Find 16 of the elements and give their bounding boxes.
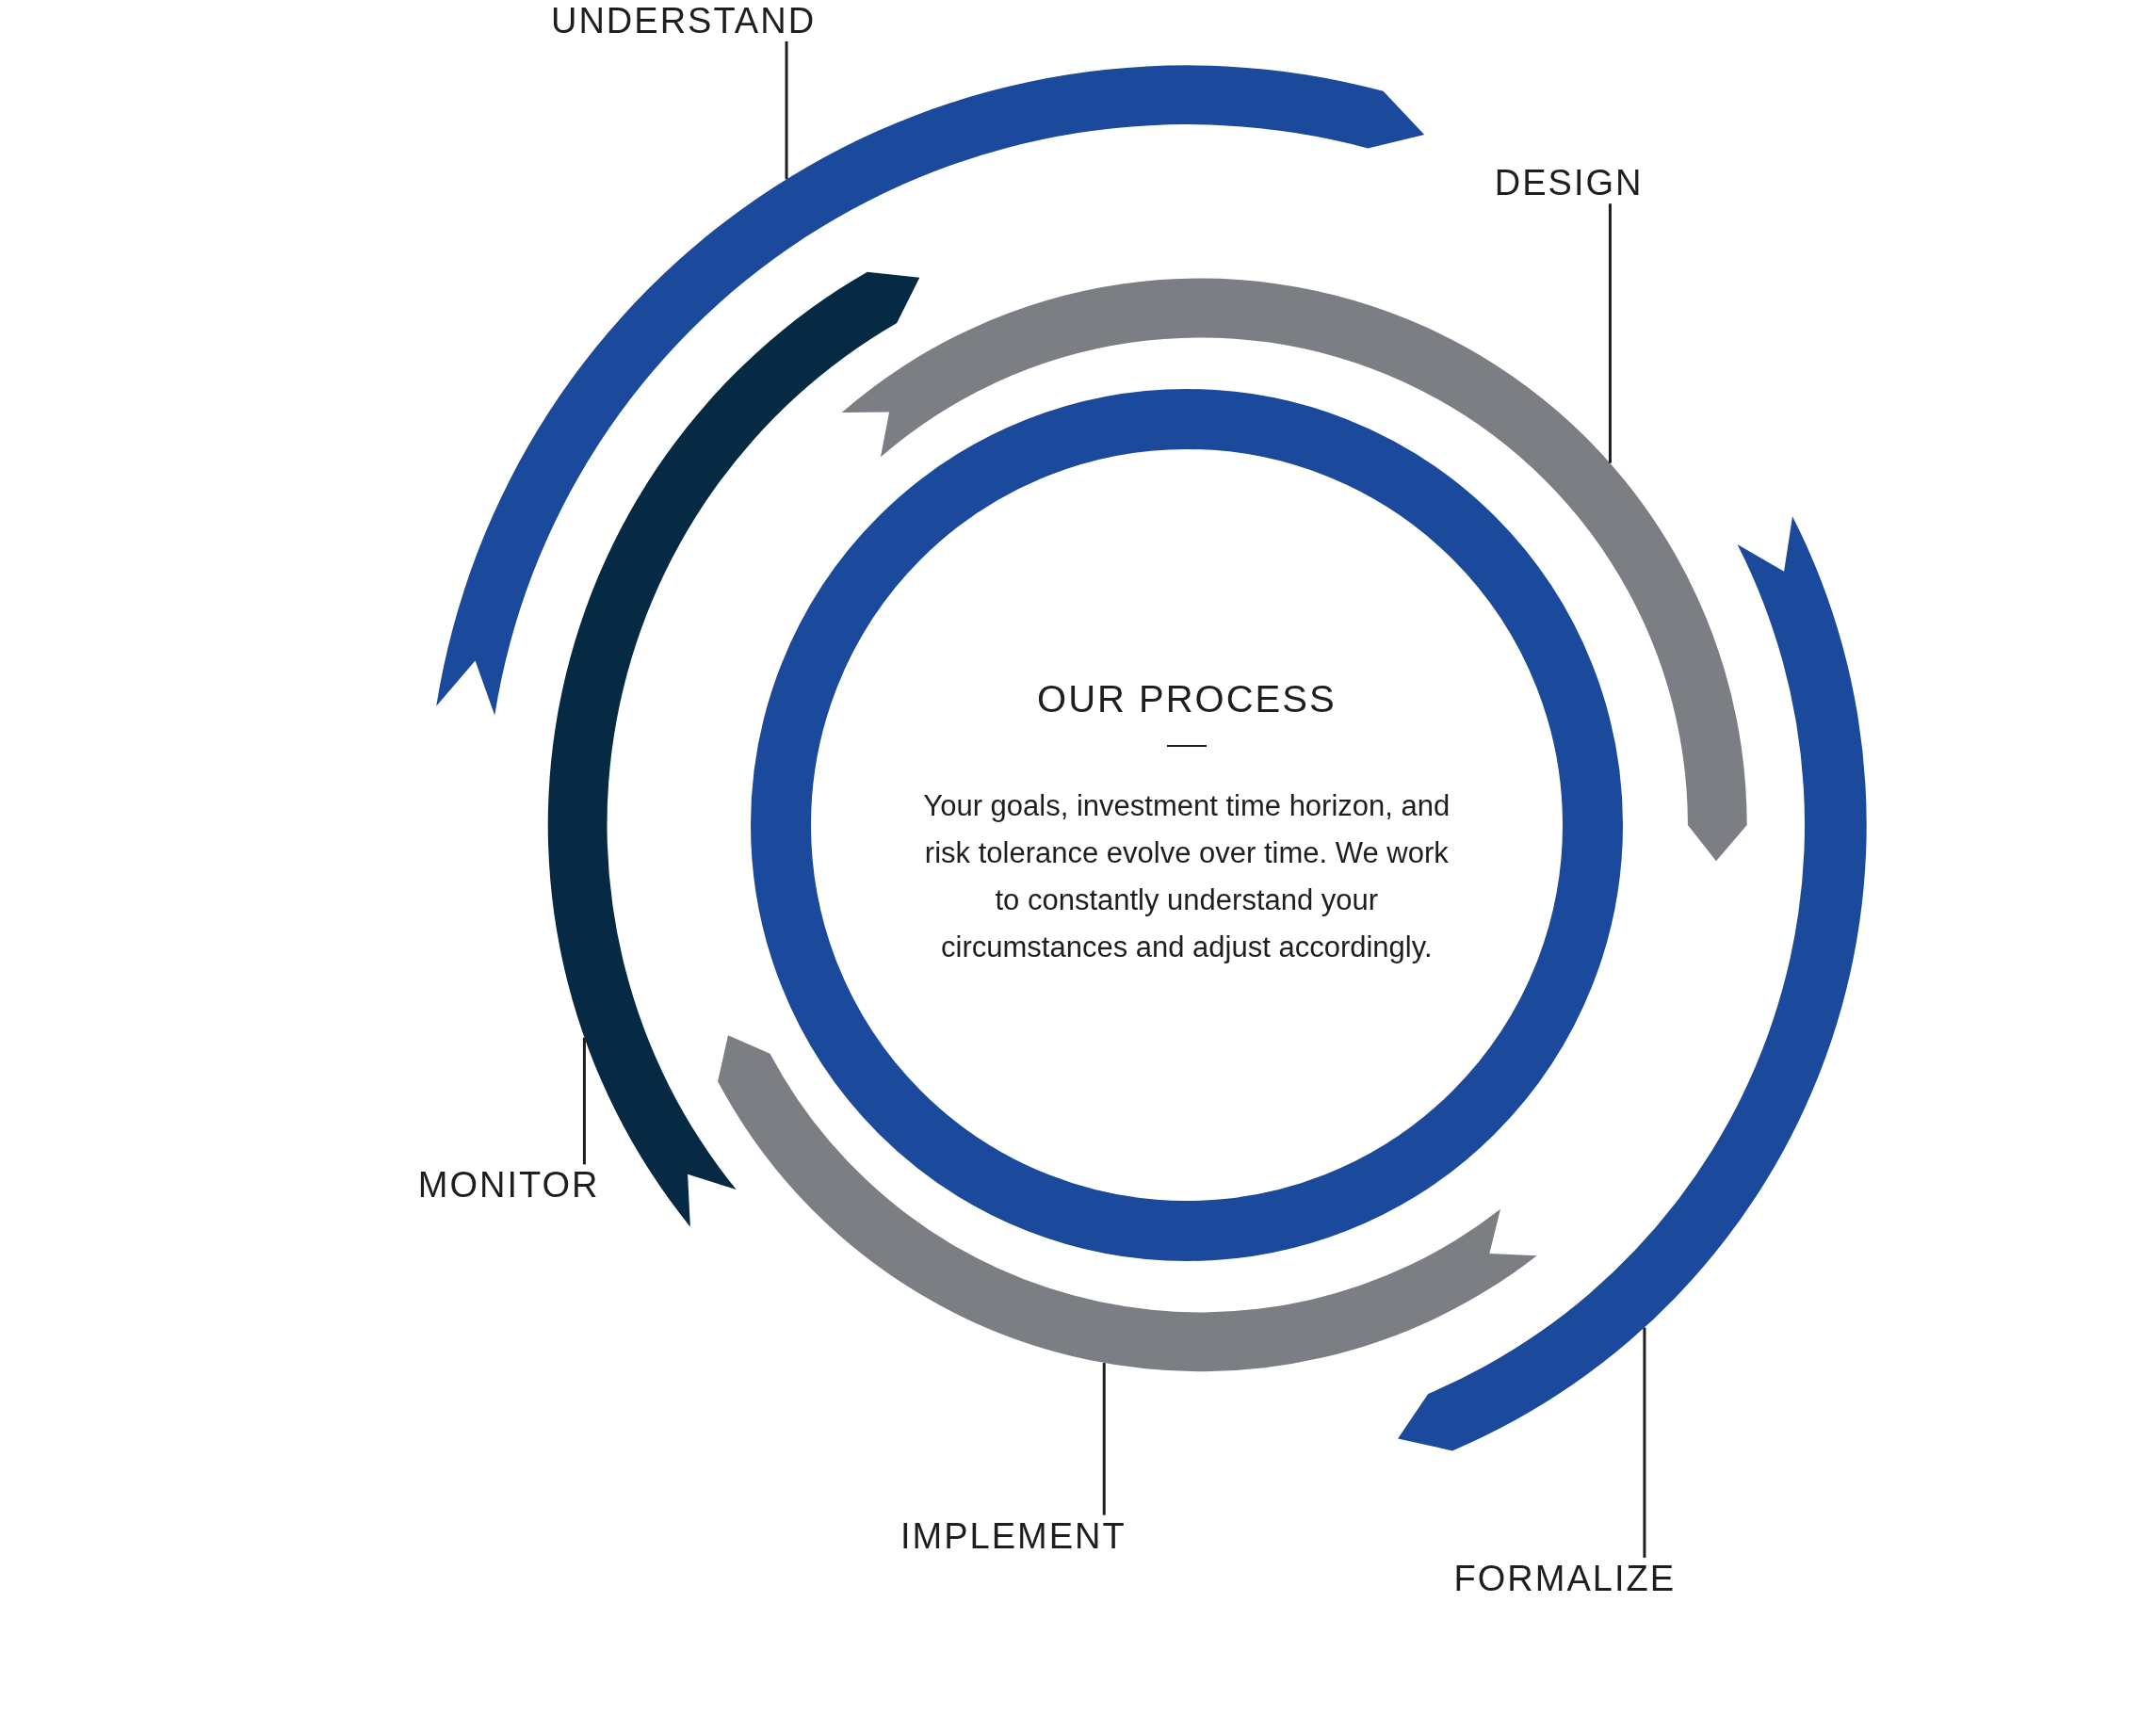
stage-label: FORMALIZE: [1453, 1557, 1676, 1599]
stage-label: MONITOR: [417, 1164, 600, 1206]
leader-line: [582, 1037, 586, 1165]
heading: OUR PROCESS: [1037, 678, 1337, 721]
leader-line: [1643, 1327, 1646, 1558]
leader-line: [1102, 1363, 1106, 1515]
description: Your goals, investment time horizon, and risk tolerance evolve over time. We work to constantly understand your circumstances and adjust accordingly.: [922, 788, 1451, 966]
curved-ribbon: [718, 1035, 1537, 1371]
leader-line: [1608, 203, 1612, 463]
stage-label: DESIGN: [1494, 162, 1644, 204]
stage-label: IMPLEMENT: [900, 1514, 1127, 1557]
curved-ribbon: [436, 65, 1425, 716]
process-ring: [751, 389, 1623, 1261]
stage-label: UNDERSTAND: [551, 0, 817, 41]
curved-ribbon: [841, 279, 1747, 862]
leader-line: [785, 40, 788, 180]
